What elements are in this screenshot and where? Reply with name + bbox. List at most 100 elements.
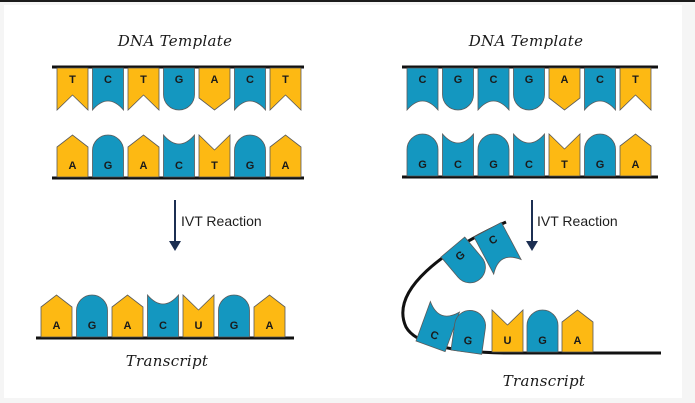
nucleotide-label: A: [574, 335, 582, 347]
left-transcript-label: Transcript: [126, 352, 209, 370]
nucleotide-g-shape: [526, 309, 559, 353]
nucleotide-label: U: [195, 320, 203, 332]
left-transcript-base-6: A: [253, 294, 286, 338]
nucleotide-a-shape: [127, 134, 160, 178]
right-transcript-label: Transcript: [503, 372, 586, 390]
nucleotide-label: A: [69, 160, 77, 172]
nucleotide-g-shape: [442, 67, 474, 111]
nucleotide-a-shape: [56, 134, 89, 178]
nucleotide-label: C: [175, 160, 183, 172]
right-template-base-5: C: [584, 67, 616, 112]
top-border: [0, 0, 695, 2]
right-complement-base-6: A: [619, 133, 652, 177]
nucleotide-g-shape: [513, 67, 545, 111]
nucleotide-c-shape: [442, 132, 474, 177]
nucleotide-label: C: [454, 159, 462, 171]
left-reaction-label: IVT Reaction: [181, 213, 262, 229]
right-transcript-nucleotide: U: [491, 309, 524, 353]
left-template-base-0: T: [56, 67, 89, 111]
nucleotide-label: C: [429, 329, 441, 343]
right-transcript-nucleotide: G: [526, 309, 559, 353]
right-transcript-base-1: G: [440, 236, 486, 284]
nucleotide-c-shape: [415, 300, 461, 353]
left-transcript-base-1: G: [76, 294, 108, 338]
left-title: DNA Template: [117, 32, 233, 50]
nucleotide-label: T: [69, 74, 76, 86]
left-complement-base-3: C: [163, 133, 195, 178]
nucleotide-a-shape: [111, 294, 144, 338]
right-complement-base-2: G: [477, 133, 510, 177]
nucleotide-g-shape: [406, 133, 439, 177]
nucleotide-g-shape: [234, 134, 266, 178]
nucleotide-label: C: [525, 159, 533, 171]
left-template-base-4: A: [198, 67, 231, 111]
nucleotide-g-shape: [218, 294, 250, 338]
nucleotide-label: G: [418, 159, 427, 171]
nucleotide-t-shape: [127, 67, 160, 111]
nucleotide-label: G: [538, 335, 547, 347]
left-complement-base-1: G: [92, 134, 124, 178]
nucleotide-label: C: [419, 74, 427, 86]
nucleotide-label: U: [504, 335, 512, 347]
nucleotide-label: T: [282, 74, 289, 86]
nucleotide-c-shape: [406, 67, 439, 112]
nucleotide-label: C: [490, 74, 498, 86]
nucleotide-label: G: [454, 74, 463, 86]
nucleotide-label: G: [525, 74, 534, 86]
left-transcript-base-0: A: [40, 294, 73, 338]
nucleotide-label: T: [140, 74, 147, 86]
left-template-base-2: T: [127, 67, 160, 111]
left-complement-base-0: A: [56, 134, 89, 178]
nucleotide-g-shape: [477, 133, 510, 177]
nucleotide-label: G: [463, 335, 473, 348]
left-template-base-6: T: [269, 67, 302, 111]
nucleotide-u-shape: [491, 309, 524, 353]
left-transcript-base-3: C: [147, 293, 179, 338]
left-complement-base-5: G: [234, 134, 266, 178]
left-arrow-icon: [169, 241, 181, 251]
ivt-diagram: DNA Template T C T G A C T A G A C T G A IVT Reactio…: [36, 32, 661, 390]
left-complement-base-4: T: [198, 134, 231, 178]
right-complement-base-5: G: [584, 133, 616, 177]
nucleotide-label: C: [159, 320, 167, 332]
right-transcript-base-4: U: [491, 309, 524, 353]
nucleotide-c-shape: [477, 67, 510, 112]
left-transcript-base-4: U: [182, 294, 215, 338]
nucleotide-label: G: [104, 160, 113, 172]
nucleotide-label: A: [561, 74, 569, 86]
right-transcript-nucleotide: G: [450, 310, 486, 355]
right-transcript-base-6: A: [561, 309, 594, 353]
right-title: DNA Template: [468, 32, 584, 50]
nucleotide-label: G: [489, 159, 498, 171]
nucleotide-label: A: [266, 320, 274, 332]
nucleotide-label: G: [88, 320, 97, 332]
nucleotide-c-shape: [234, 67, 266, 112]
right-template-base-0: C: [406, 67, 439, 112]
nucleotide-label: G: [246, 160, 255, 172]
nucleotide-g-shape: [584, 133, 616, 177]
right-complement-base-1: C: [442, 132, 474, 177]
right-template-base-4: A: [548, 67, 581, 111]
nucleotide-label: G: [175, 74, 184, 86]
nucleotide-g-shape: [163, 67, 195, 111]
right-arrow-icon: [526, 241, 538, 251]
nucleotide-t-shape: [56, 67, 89, 111]
left-panel: DNA Template T C T G A C T A G A C T G A IVT Reactio…: [36, 32, 304, 370]
nucleotide-a-shape: [198, 67, 231, 111]
nucleotide-a-shape: [40, 294, 73, 338]
left-transcript-base-2: A: [111, 294, 144, 338]
left-transcript-base-5: G: [218, 294, 250, 338]
nucleotide-label: A: [632, 159, 640, 171]
right-template-base-2: C: [477, 67, 510, 112]
left-template-base-1: C: [92, 67, 124, 112]
nucleotide-t-shape: [619, 67, 652, 111]
right-transcript-nucleotide: A: [561, 309, 594, 353]
nucleotide-a-shape: [561, 309, 594, 353]
nucleotide-a-shape: [619, 133, 652, 177]
